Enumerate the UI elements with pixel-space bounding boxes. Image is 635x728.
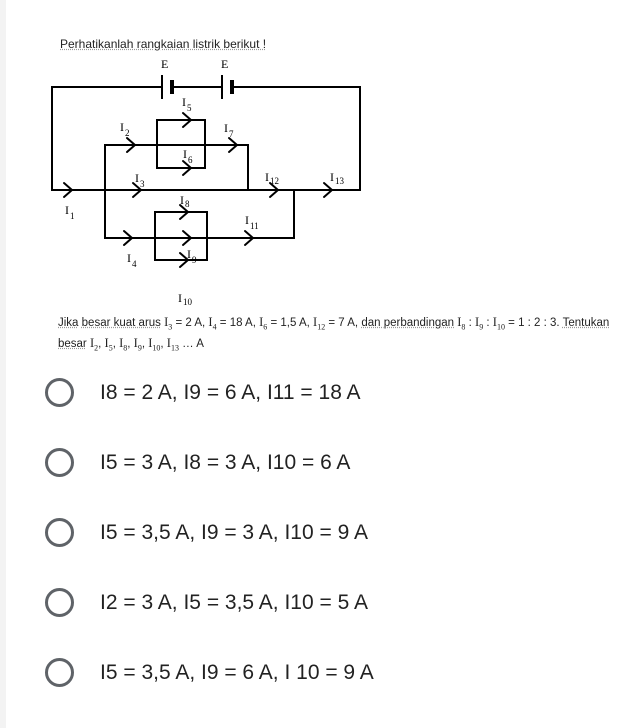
battery-1 — [161, 75, 174, 99]
battery-label-1: E — [161, 57, 168, 71]
radio-button-3[interactable] — [45, 518, 74, 547]
upper-loop-wire — [156, 119, 206, 169]
problem-statement: Jika besar kuat arus I3 = 2 A, I4 = 18 A… — [58, 315, 610, 353]
arrow-i11 — [244, 230, 255, 246]
circuit-diagram: E E I1 I2 I3 I4 I5 I6 I7 I8 — [51, 57, 361, 307]
arrow-i7 — [228, 137, 239, 153]
left-margin-rule — [0, 0, 6, 728]
question-image: Perhatikanlah rangkaian listrik berikut … — [0, 0, 635, 360]
option-1[interactable]: I8 = 2 A, I9 = 6 A, I11 = 18 A — [0, 362, 635, 422]
arrow-i5 — [182, 112, 193, 128]
option-2-label: I5 = 3 A, I8 = 3 A, I10 = 6 A — [100, 451, 351, 474]
radio-button-1[interactable] — [45, 378, 74, 407]
label-i7: I7 — [224, 121, 234, 139]
arrow-i2 — [126, 137, 137, 153]
arrow-i9 — [182, 230, 193, 246]
radio-button-4[interactable] — [45, 588, 74, 617]
label-i4: I4 — [127, 251, 137, 269]
option-1-label: I8 = 2 A, I9 = 6 A, I11 = 18 A — [100, 381, 361, 404]
label-i12: I12 — [265, 170, 279, 186]
label-i10: I10 — [178, 291, 193, 307]
option-2[interactable]: I5 = 3 A, I8 = 3 A, I10 = 6 A — [0, 432, 635, 492]
lower-loop-wire — [154, 211, 208, 261]
arrow-i1 — [63, 182, 74, 198]
battery-2 — [221, 75, 234, 99]
upper-branch-wire — [104, 144, 249, 190]
arrow-i4 — [123, 230, 134, 246]
option-4-label: I2 = 3 A, I5 = 3,5 A, I10 = 5 A — [100, 591, 368, 614]
arrow-i3 — [132, 182, 143, 198]
outer-loop-wire — [51, 86, 361, 191]
arrow-i8 — [179, 204, 190, 220]
label-i6: I6 — [183, 147, 193, 165]
label-i2: I2 — [120, 120, 130, 138]
arrow-i6 — [182, 160, 193, 176]
current-arrows — [63, 112, 334, 268]
option-4[interactable]: I2 = 3 A, I5 = 3,5 A, I10 = 5 A — [0, 572, 635, 632]
option-5-label: I5 = 3,5 A, I9 = 6 A, I 10 = 9 A — [100, 661, 374, 684]
label-i11: I11 — [245, 213, 259, 231]
option-3[interactable]: I5 = 3,5 A, I9 = 3 A, I10 = 9 A — [0, 502, 635, 562]
lower-branch-wire — [104, 190, 295, 239]
arrow-i12 — [269, 182, 280, 198]
battery-label-2: E — [221, 57, 228, 71]
arrow-i10 — [179, 252, 190, 268]
label-i8: I8 — [180, 193, 190, 209]
radio-button-2[interactable] — [45, 448, 74, 477]
question-intro: Perhatikanlah rangkaian listrik berikut … — [60, 37, 267, 51]
label-i3: I3 — [135, 171, 145, 189]
label-i1: I1 — [65, 203, 75, 221]
arrow-i13 — [323, 182, 334, 198]
option-3-label: I5 = 3,5 A, I9 = 3 A, I10 = 9 A — [100, 521, 368, 544]
radio-button-5[interactable] — [45, 658, 74, 687]
label-i5: I5 — [182, 95, 192, 113]
circuit-wires — [51, 86, 361, 261]
label-i13: I13 — [330, 170, 345, 186]
label-i9: I9 — [187, 247, 197, 265]
option-5[interactable]: I5 = 3,5 A, I9 = 6 A, I 10 = 9 A — [0, 642, 635, 702]
